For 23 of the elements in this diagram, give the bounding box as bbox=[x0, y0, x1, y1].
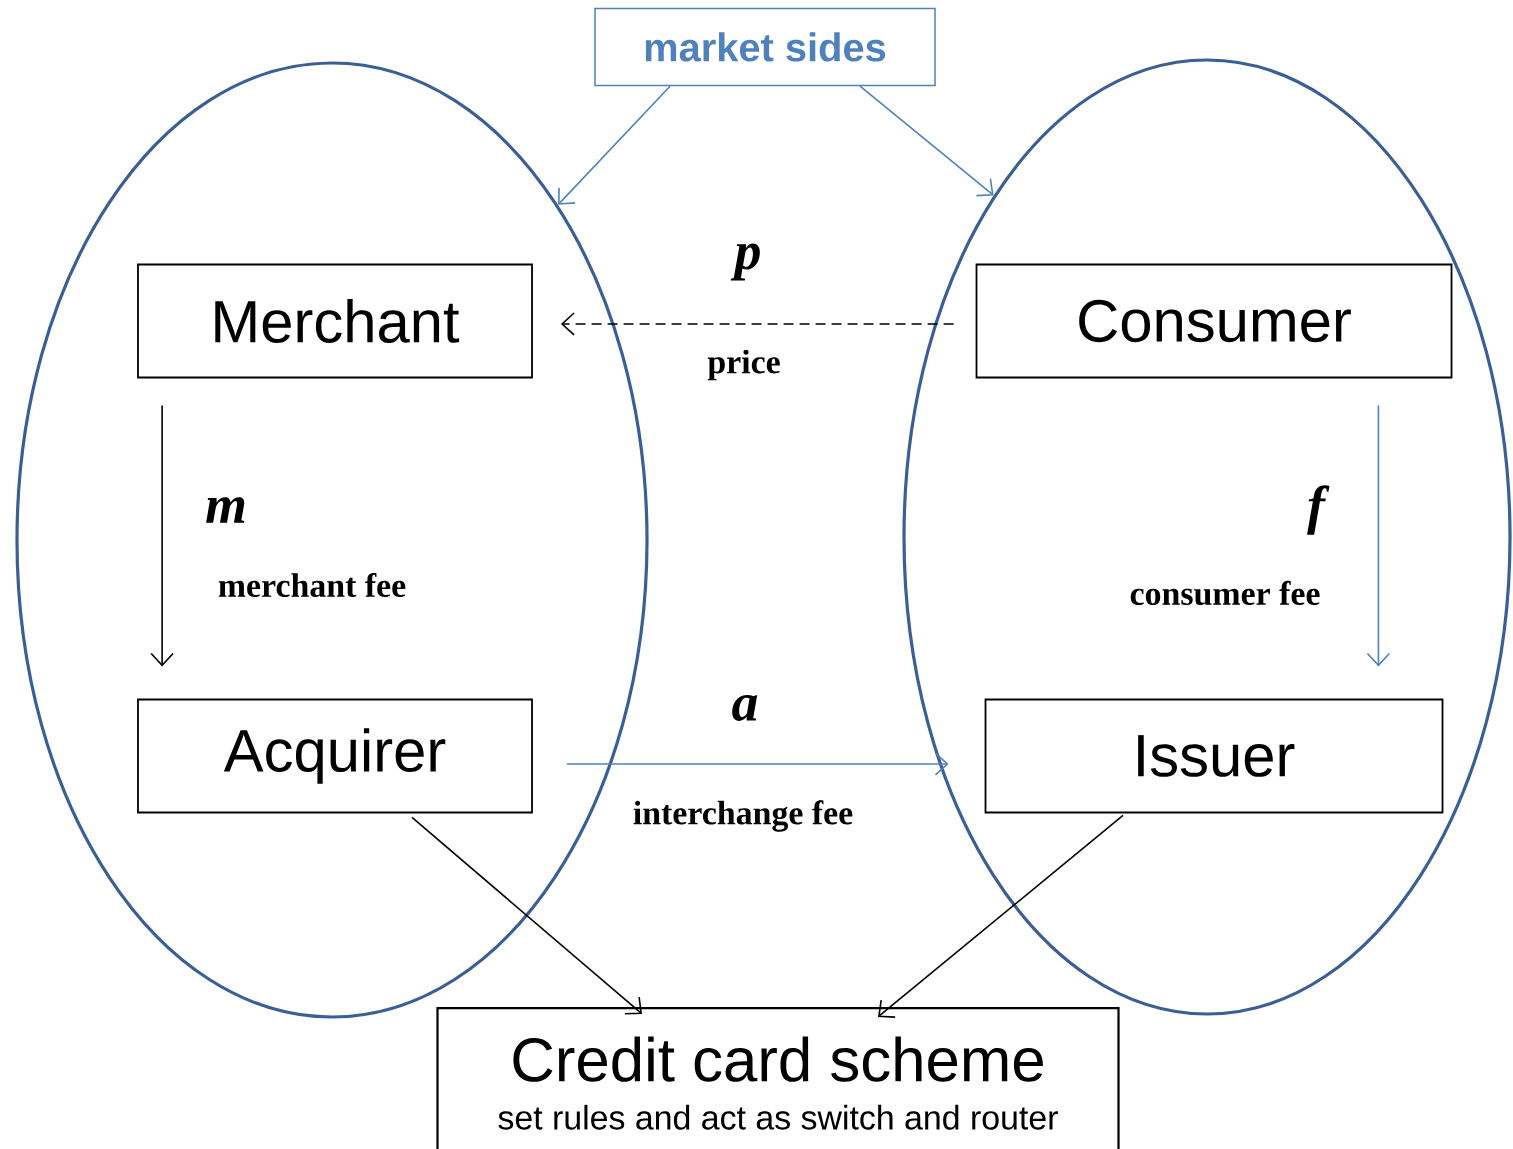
issuer-box: Issuer bbox=[984, 698, 1444, 814]
edge-label: m bbox=[206, 497, 245, 523]
edge-label: p bbox=[730, 243, 760, 281]
acquirer-box: Acquirer bbox=[137, 698, 533, 814]
fee-label: price bbox=[707, 349, 780, 381]
arrow bbox=[150, 404, 174, 667]
arrow bbox=[411, 816, 642, 1015]
arrow bbox=[878, 814, 1124, 1018]
edge-label: f bbox=[1307, 485, 1330, 535]
fee-label: merchant fee bbox=[218, 572, 406, 598]
arrow bbox=[560, 312, 955, 336]
consumer-box: Consumer bbox=[975, 263, 1453, 379]
arrow bbox=[859, 85, 994, 197]
edge-label: a bbox=[732, 695, 758, 721]
market-sides-box: market sides bbox=[594, 7, 936, 87]
arrow bbox=[1366, 404, 1391, 667]
ellipse bbox=[902, 58, 1512, 1016]
fee-label: interchange fee bbox=[633, 800, 853, 832]
fee-label: consumer fee bbox=[1130, 580, 1320, 606]
scheme-box: Credit card scheme set rules and act as switch and router bbox=[436, 1007, 1120, 1149]
merchant-box: Merchant bbox=[137, 263, 533, 379]
arrow bbox=[558, 85, 671, 205]
arrow bbox=[566, 752, 949, 776]
